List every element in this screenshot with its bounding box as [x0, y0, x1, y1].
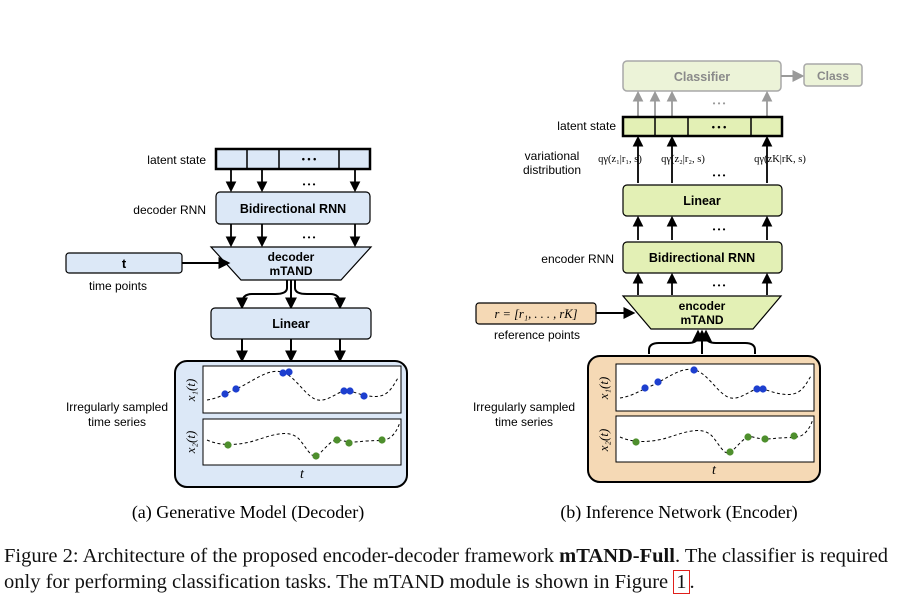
left-mtand-to-linear-arrows	[236, 280, 346, 310]
caption-bold-name: mTAND-Full	[559, 545, 675, 567]
t-input-text: t	[122, 256, 127, 271]
left-latent-state-label: latent state	[147, 153, 206, 167]
right-series1-points	[641, 366, 767, 393]
classifier-text: Classifier	[674, 70, 730, 84]
mtand-to-rnn-arrows	[632, 272, 773, 295]
left-s1-point	[360, 392, 368, 400]
q1-label: qγ(z₁|r₁, s)	[598, 154, 642, 165]
right-series-label-1: Irregularly sampled	[473, 400, 575, 414]
left-s1-point	[285, 368, 293, 376]
right-dots-grey: • • •	[713, 99, 726, 108]
left-series2-curve	[206, 421, 401, 457]
left-s1-point	[232, 385, 240, 393]
left-series1-points	[221, 368, 368, 400]
left-series-label-2: time series	[88, 415, 146, 429]
left-dots-2: • • •	[303, 180, 316, 189]
encoder-mtand-trapezoid	[621, 295, 783, 330]
encoder-mtand-line2: mTAND	[680, 313, 723, 327]
right-dots-4: • • •	[713, 281, 726, 290]
decoder-mtand-line1: decoder	[268, 250, 315, 264]
latent-to-classifier-arrows	[632, 90, 773, 116]
left-latent-to-rnn-arrows	[225, 169, 361, 193]
left-s2-point	[345, 439, 353, 447]
left-series2-points	[224, 436, 386, 460]
figure-reference-link[interactable]: 1	[673, 570, 690, 594]
encoder-panel: Classifier Class • • • latent state • • …	[473, 60, 863, 483]
left-s2-point	[378, 436, 386, 444]
left-x-axis-label: t	[300, 467, 305, 482]
right-x-axis-label: t	[712, 463, 717, 478]
right-s2-point	[761, 435, 769, 443]
left-s1-point	[279, 369, 287, 377]
right-s2-point	[744, 433, 752, 441]
reference-points-label: reference points	[494, 328, 580, 342]
left-s2-point	[312, 452, 320, 460]
left-s1-point	[221, 390, 229, 398]
right-s1-point	[690, 366, 698, 374]
right-dots-2: • • •	[713, 171, 726, 180]
series-to-mtand-arrows	[648, 329, 756, 354]
decoder-mtand-trapezoid	[209, 246, 373, 281]
right-dots-3: • • •	[713, 225, 726, 234]
left-latent-dots: • • •	[302, 154, 316, 164]
left-s2-point	[333, 436, 341, 444]
left-s1-point	[346, 387, 354, 395]
right-series2-curve	[619, 418, 814, 454]
left-y1-label: x₁(t)	[183, 379, 198, 403]
encoder-rnn-label: encoder RNN	[541, 252, 614, 266]
right-s1-point	[641, 384, 649, 392]
caption-middle: . The classifier is required only for pe…	[4, 545, 889, 593]
class-box	[803, 63, 863, 87]
encoder-linear-text: Linear	[683, 194, 721, 208]
reference-points-text: r = [r₁, . . . , rK]	[495, 307, 578, 321]
left-series-label-1: Irregularly sampled	[66, 400, 168, 414]
decoder-mtand-line2: mTAND	[269, 264, 312, 278]
caption-prefix: Figure 2: Architecture of the proposed e…	[4, 545, 560, 567]
encoder-linear-box	[622, 184, 783, 217]
right-s2-point	[726, 448, 734, 456]
variational-label-1: variational	[525, 149, 580, 163]
right-y2-label: x₂(t)	[596, 429, 611, 453]
time-points-label: time points	[89, 279, 147, 293]
right-plot1-frame	[615, 363, 815, 412]
architecture-figure: latent state • • • • • • decoder RNN Bid…	[65, 60, 863, 523]
figure-caption: Figure 2: Architecture of the proposed e…	[4, 543, 918, 595]
left-dots-3: • • •	[303, 233, 316, 242]
left-y2-label: x₂(t)	[183, 431, 198, 455]
left-s2-point	[224, 441, 232, 449]
right-series-label-2: time series	[495, 415, 553, 429]
variational-label-2: distribution	[523, 163, 581, 177]
right-s1-point	[654, 378, 662, 386]
left-linear-to-series-arrows	[236, 339, 346, 363]
qk-label: qγ(zK|rK, s)	[754, 154, 806, 165]
right-s2-point	[790, 432, 798, 440]
caption-suffix: .	[689, 571, 695, 593]
class-text: Class	[817, 69, 849, 83]
left-s1-point	[340, 387, 348, 395]
left-latent-state-row: • • •	[214, 147, 372, 171]
right-s1-point	[753, 385, 761, 393]
right-y1-label: x₁(t)	[596, 377, 611, 401]
left-rnn-to-mtand-arrows	[225, 224, 361, 248]
encoder-mtand-line1: encoder	[679, 299, 726, 313]
q2-label: qγ(z₂|r₂, s)	[661, 154, 705, 165]
right-latent-dots: • • •	[712, 122, 726, 132]
right-series2-points	[632, 432, 798, 456]
right-series1-curve	[619, 368, 812, 399]
decoder-panel: latent state • • • • • • decoder RNN Bid…	[65, 147, 408, 488]
right-s1-point	[759, 385, 767, 393]
encoder-bidirectional-rnn-text: Bidirectional RNN	[649, 251, 755, 265]
linear-to-latent-arrows	[632, 135, 773, 183]
right-latent-state-row: • • •	[621, 115, 784, 138]
right-latent-state-label: latent state	[557, 119, 616, 133]
encoder-bidirectional-rnn-box	[622, 241, 783, 274]
subcaption-b: (b) Inference Network (Encoder)	[560, 502, 797, 523]
rnn-to-linear-arrows	[632, 215, 773, 240]
right-s2-point	[632, 438, 640, 446]
decoder-bidirectional-rnn-box	[215, 191, 371, 225]
decoder-rnn-label: decoder RNN	[133, 203, 206, 217]
decoder-linear-text: Linear	[272, 317, 310, 331]
subcaption-a: (a) Generative Model (Decoder)	[132, 502, 364, 523]
decoder-bidirectional-rnn-text: Bidirectional RNN	[240, 202, 346, 216]
